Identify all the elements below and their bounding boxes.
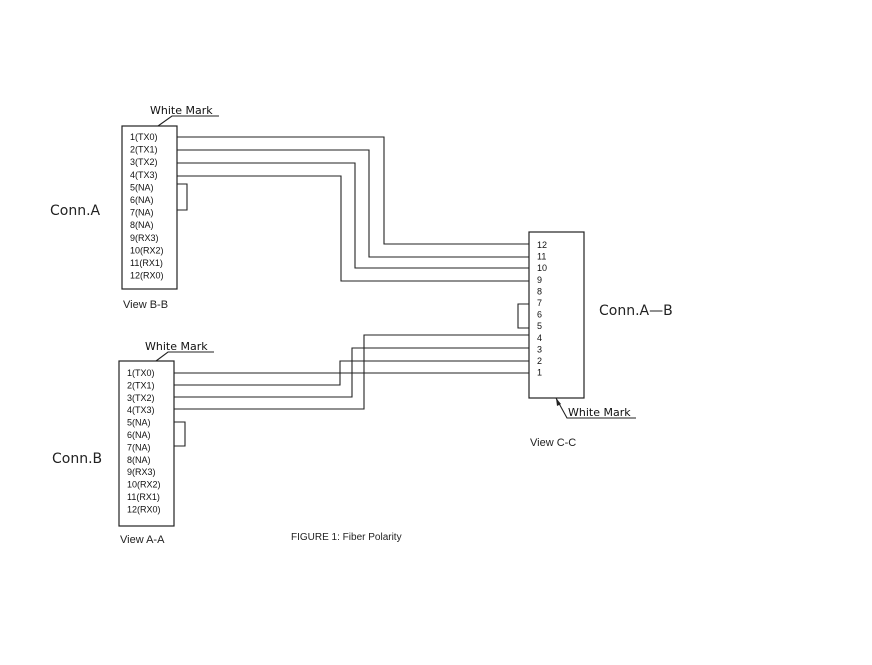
pin-label: 9(RX3) <box>130 233 159 243</box>
conn-a-connector: 1(TX0) 2(TX1) 3(TX2) 4(TX3) 5(NA) 6(NA) 7(NA) 8… <box>50 104 213 311</box>
pin-label: 10 <box>537 263 547 273</box>
pin-label: 4(TX3) <box>130 170 158 180</box>
pin-label: 1 <box>537 368 542 378</box>
conn-a-b-view-label: View C-C <box>530 437 576 449</box>
fiber-wire <box>177 162 529 269</box>
pin-label: 11(RX1) <box>130 258 163 268</box>
pin-label: 9 <box>537 275 542 285</box>
pin-label: 3(TX2) <box>127 393 155 403</box>
fiber-wire <box>174 347 529 398</box>
pin-label: 9(RX3) <box>127 467 156 477</box>
fiber-wires <box>174 136 529 410</box>
conn-b-label: Conn.B <box>52 451 102 467</box>
conn-a-b-label: Conn.A—B <box>599 303 673 319</box>
pin-label: 5(NA) <box>130 182 154 192</box>
fiber-wire <box>177 175 529 282</box>
fiber-wire <box>174 334 529 410</box>
pin-label: 7(NA) <box>130 208 154 218</box>
fiber-wire <box>177 149 529 258</box>
pin-label: 11 <box>537 252 546 262</box>
conn-b-connector: 1(TX0) 2(TX1) 3(TX2) 4(TX3) 5(NA) 6(NA) 7(NA) 8… <box>52 340 208 546</box>
fiber-wire <box>177 136 529 245</box>
pin-label: 10(RX2) <box>130 245 164 255</box>
pin-label: 7 <box>537 298 542 308</box>
loopback-bracket <box>517 303 529 329</box>
conn-a-label: Conn.A <box>50 203 101 219</box>
pin-label: 10(RX2) <box>127 480 161 490</box>
pin-label: 1(TX0) <box>130 132 158 142</box>
pin-label: 7(NA) <box>127 442 151 452</box>
pin-label: 5(NA) <box>127 418 151 428</box>
white-mark-leader <box>155 351 214 362</box>
conn-b-white-mark-label: White Mark <box>145 340 208 353</box>
pin-label: 2(TX1) <box>127 380 155 390</box>
pin-label: 12 <box>537 240 547 250</box>
loopback-brackets <box>174 183 529 447</box>
pin-label: 11(RX1) <box>127 492 160 502</box>
arrowhead-icon <box>556 398 561 406</box>
pin-label: 6(NA) <box>127 430 151 440</box>
pin-label: 6 <box>537 310 542 320</box>
pin-label: 8 <box>537 286 542 296</box>
pin-label: 2 <box>537 356 542 366</box>
connectors: 1(TX0) 2(TX1) 3(TX2) 4(TX3) 5(NA) 6(NA) 7(NA) 8… <box>50 104 673 546</box>
loopback-bracket <box>177 183 188 211</box>
conn-a-b-white-mark-label: White Mark <box>568 406 631 419</box>
conn-b-view-label: View A-A <box>120 534 165 546</box>
pin-label: 12(RX0) <box>130 271 164 281</box>
conn-b-body <box>118 360 175 527</box>
pin-label: 4(TX3) <box>127 405 155 415</box>
conn-a-view-label: View B-B <box>123 299 168 311</box>
pin-label: 4 <box>537 333 542 343</box>
conn-a-b-body <box>528 231 585 399</box>
pin-label: 12(RX0) <box>127 504 161 514</box>
conn-a-body <box>121 125 178 290</box>
loopback-bracket <box>174 421 186 447</box>
white-mark-leaders <box>155 115 636 419</box>
fiber-wire <box>174 360 529 386</box>
pin-label: 6(NA) <box>130 195 154 205</box>
conn-a-white-mark-label: White Mark <box>150 104 213 117</box>
pin-label: 5 <box>537 321 542 331</box>
white-mark-leader <box>157 115 219 127</box>
pin-label: 3 <box>537 344 542 354</box>
figure-caption: FIGURE 1: Fiber Polarity <box>291 532 402 543</box>
pin-label: 8(NA) <box>130 220 154 230</box>
pin-label: 1(TX0) <box>127 368 155 378</box>
pin-label: 3(TX2) <box>130 157 158 167</box>
pin-label: 8(NA) <box>127 455 151 465</box>
pin-label: 2(TX1) <box>130 145 158 155</box>
